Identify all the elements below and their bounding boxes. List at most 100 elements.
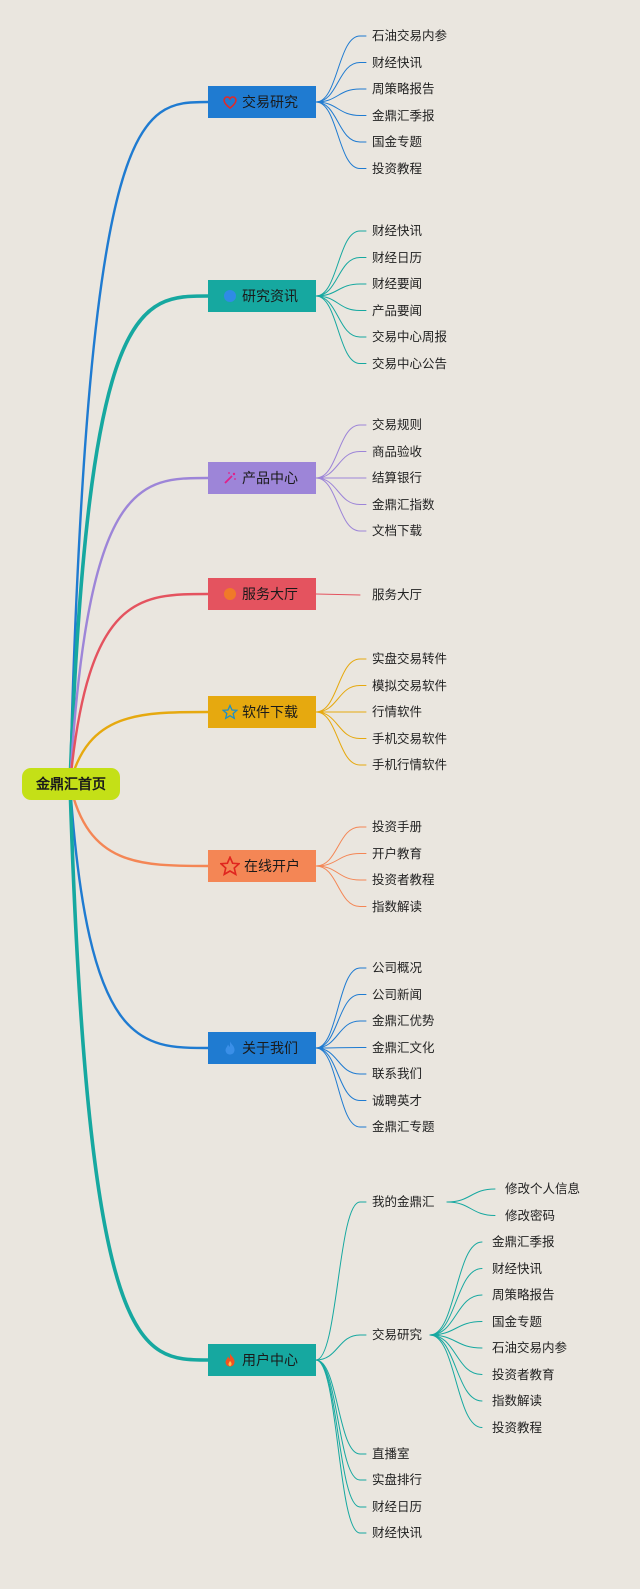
- magic-wand-icon: [222, 470, 238, 486]
- leaf-connector: [315, 1047, 361, 1101]
- leaf-connector: [446, 1188, 496, 1203]
- leaf-connector: [315, 283, 361, 297]
- leaf-item[interactable]: 财经快讯: [372, 223, 423, 238]
- connector-online-account: [68, 782, 210, 868]
- sub-branch-item[interactable]: 财经日历: [372, 1499, 423, 1514]
- leaf-item[interactable]: 石油交易内参: [372, 28, 448, 43]
- leaf-connector: [429, 1334, 483, 1428]
- leaf-item[interactable]: 投资者教程: [372, 872, 435, 887]
- leaf-item[interactable]: 指数解读: [372, 898, 423, 914]
- leaf-item[interactable]: 手机行情软件: [372, 757, 448, 772]
- connector-user-center: [68, 782, 210, 1362]
- leaf-item[interactable]: 交易规则: [372, 417, 423, 432]
- leaf-connector: [315, 295, 361, 364]
- leaf-connector: [315, 62, 361, 103]
- leaf-item[interactable]: 文档下载: [372, 523, 423, 538]
- leaf-item[interactable]: 手机交易软件: [372, 730, 448, 746]
- connector-research-news: [68, 294, 210, 786]
- branch-research-news[interactable]: 研究资讯: [208, 280, 316, 312]
- connector-product-center: [68, 476, 210, 786]
- leaf-item[interactable]: 服务大厅: [372, 587, 423, 602]
- connector-service-hall: [68, 592, 210, 786]
- branch-software-download[interactable]: 软件下载: [208, 696, 316, 728]
- leaf-item[interactable]: 财经日历: [372, 249, 423, 265]
- leaf-item[interactable]: 投资手册: [372, 819, 423, 834]
- leaf-item[interactable]: 交易中心周报: [372, 329, 448, 344]
- leaf-connector: [315, 826, 361, 867]
- leaf-item[interactable]: 交易中心公告: [372, 355, 448, 371]
- leaf-connector: [315, 35, 361, 103]
- branch-label: 服务大厅: [242, 587, 298, 603]
- sub-branch-item[interactable]: 财经快讯: [372, 1525, 423, 1540]
- leaf-connector: [315, 257, 361, 297]
- leaf-item[interactable]: 公司新闻: [372, 986, 423, 1002]
- leaf-item[interactable]: 产品要闻: [372, 302, 423, 318]
- sub-branch-item[interactable]: 我的金鼎汇: [372, 1194, 435, 1209]
- leaf-item[interactable]: 投资教程: [492, 1419, 543, 1435]
- branch-trade-research[interactable]: 交易研究: [208, 86, 316, 118]
- leaf-item[interactable]: 金鼎汇季报: [372, 107, 435, 123]
- sub-branch-item[interactable]: 实盘排行: [372, 1472, 423, 1487]
- leaf-item[interactable]: 公司概况: [372, 960, 423, 975]
- leaf-item[interactable]: 修改密码: [505, 1207, 556, 1223]
- leaf-item[interactable]: 石油交易内参: [492, 1340, 568, 1355]
- leaf-item[interactable]: 金鼎汇专题: [372, 1119, 435, 1134]
- branch-about-us[interactable]: 关于我们: [208, 1032, 316, 1064]
- leaf-item[interactable]: 金鼎汇指数: [372, 496, 435, 512]
- branch-label: 产品中心: [242, 471, 298, 487]
- sub-branch-item[interactable]: 交易研究: [372, 1327, 423, 1342]
- leaf-item[interactable]: 金鼎汇季报: [492, 1234, 555, 1249]
- leaf-connector: [315, 1047, 361, 1049]
- leaf-item[interactable]: 诚聘英才: [372, 1092, 423, 1108]
- root-node[interactable]: 金鼎汇首页: [22, 768, 120, 800]
- leaf-item[interactable]: 投资教程: [372, 160, 423, 176]
- leaf-item[interactable]: 财经要闻: [372, 276, 423, 291]
- leaf-item[interactable]: 国金专题: [492, 1313, 543, 1329]
- leaf-connector: [429, 1334, 483, 1349]
- branch-user-center[interactable]: 用户中心: [208, 1344, 316, 1376]
- leaf-item[interactable]: 周策略报告: [372, 81, 435, 96]
- leaf-item[interactable]: 金鼎汇优势: [372, 1013, 435, 1028]
- leaf-item[interactable]: 实盘交易转件: [372, 651, 448, 666]
- branch-label: 研究资讯: [242, 289, 298, 305]
- connector-about-us: [68, 782, 210, 1050]
- leaf-connector: [315, 865, 361, 907]
- leaf-item[interactable]: 联系我们: [372, 1066, 423, 1081]
- branch-online-account[interactable]: 在线开户: [208, 850, 316, 882]
- leaf-connector: [315, 593, 361, 596]
- leaf-item[interactable]: 商品验收: [372, 443, 423, 459]
- leaf-item[interactable]: 财经快讯: [372, 54, 423, 70]
- leaf-connector: [429, 1268, 483, 1336]
- leaf-item[interactable]: 修改个人信息: [505, 1181, 581, 1196]
- leaf-connector: [429, 1334, 483, 1402]
- leaf-item[interactable]: 模拟交易软件: [372, 677, 448, 693]
- leaf-connector: [429, 1241, 483, 1336]
- leaf-item[interactable]: 周策略报告: [492, 1287, 555, 1302]
- leaf-connector: [315, 1201, 361, 1361]
- leaf-item[interactable]: 国金专题: [372, 134, 423, 149]
- leaf-item[interactable]: 金鼎汇文化: [372, 1039, 435, 1055]
- leaf-item[interactable]: 开户教育: [372, 845, 423, 861]
- leaf-item[interactable]: 财经快讯: [492, 1260, 543, 1276]
- leaf-connector: [315, 477, 361, 505]
- leaf-item[interactable]: 行情软件: [372, 704, 423, 719]
- branch-label: 在线开户: [244, 859, 300, 875]
- branch-product-center[interactable]: 产品中心: [208, 462, 316, 494]
- leaf-connector: [315, 451, 361, 479]
- leaf-connector: [315, 295, 361, 338]
- branch-label: 用户中心: [242, 1353, 298, 1369]
- sub-branch-item[interactable]: 直播室: [372, 1446, 410, 1461]
- connector-trade-research: [68, 100, 210, 786]
- branch-service-hall[interactable]: 服务大厅: [208, 578, 316, 610]
- leaf-connector: [315, 101, 361, 143]
- leaf-item[interactable]: 投资者教育: [492, 1366, 555, 1382]
- leaf-item[interactable]: 指数解读: [492, 1393, 543, 1408]
- leaf-connector: [315, 658, 361, 713]
- leaf-item[interactable]: 结算银行: [372, 470, 423, 485]
- leaf-connector: [315, 711, 361, 766]
- leaf-connector: [429, 1334, 483, 1375]
- leaf-connector: [315, 1047, 361, 1075]
- leaf-connector: [315, 424, 361, 479]
